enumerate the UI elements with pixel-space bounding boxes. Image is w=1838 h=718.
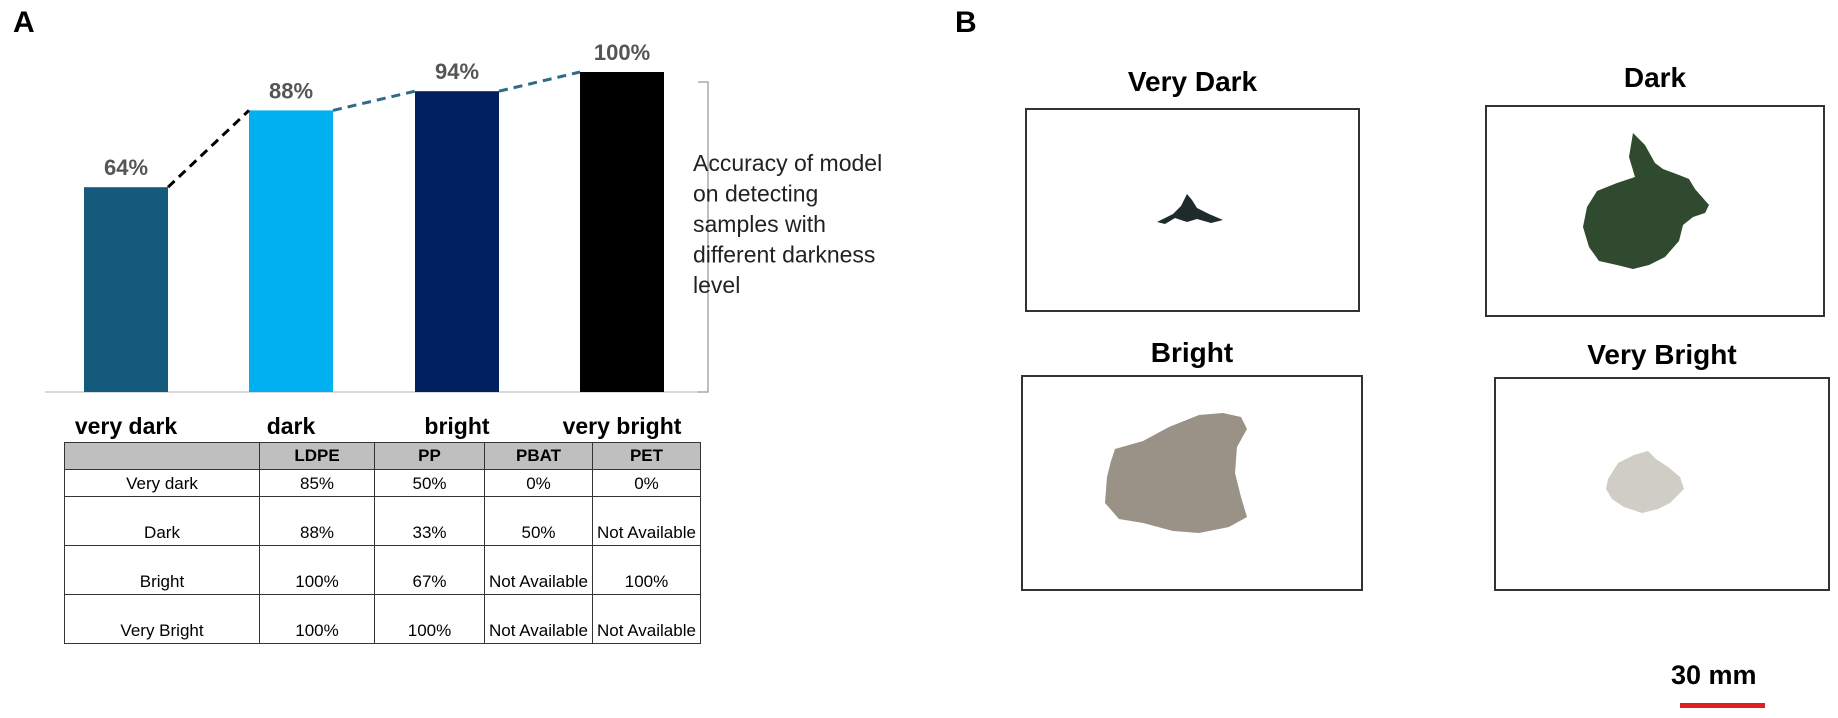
connector-line [332,89,416,112]
sample-very-bright: Very Bright [1494,337,1830,593]
table-cell: 0% [592,469,701,497]
accuracy-bar-chart: 64% very dark 88% dark 94% bright 100% very bri… [45,40,882,439]
very-dark-fragment-image [1157,194,1223,224]
table-cell: 100% [374,594,485,644]
bright-fragment-image [1105,413,1247,533]
bar-value-label: 100% [594,40,650,65]
sample-fragment-shape [1606,451,1684,513]
category-label: very bright [563,413,682,439]
bar-dark [249,110,333,393]
table-header-cell: PET [592,442,701,470]
bar-value-label: 94% [435,59,479,84]
table-cell: Bright [64,545,260,595]
table-row: Dark 88% 33% 50% Not Available [64,496,701,546]
annotation-text-line: Accuracy of model [693,150,882,176]
table-cell: 0% [484,469,593,497]
table-cell: Dark [64,496,260,546]
table-cell: 33% [374,496,485,546]
table-cell: Very Bright [64,594,260,644]
table-header-cell [64,442,260,470]
table-header-row: LDPE PP PBAT PET [64,442,701,470]
annotation-text-line: on detecting [693,181,818,207]
table-header-cell: LDPE [259,442,375,470]
dark-fragment-image [1583,133,1709,269]
table-header-cell: PBAT [484,442,593,470]
sample-title: Very Dark [1127,66,1258,97]
table-cell: Not Available [592,594,701,644]
table-header-cell: PP [374,442,485,470]
table-cell: Not Available [484,545,593,595]
table-row: Very Bright 100% 100% Not Available Not … [64,594,701,644]
connector-line [498,70,581,93]
table-cell: Very dark [64,469,260,497]
table-cell: 100% [592,545,701,595]
accuracy-table: LDPE PP PBAT PET Very dark 85% 50% 0% 0%… [64,442,701,644]
table-cell: Not Available [592,496,701,546]
range-bracket [698,81,709,393]
bar-bright [415,91,499,392]
sample-frame [1485,105,1825,317]
table-cell: 50% [484,496,593,546]
annotation-text-line: samples with [693,211,826,237]
table-cell: 100% [259,594,375,644]
scale-label: 30 mm [1671,660,1757,690]
table-cell: 85% [259,469,375,497]
sample-dark: Dark [1485,60,1825,320]
bar-value-label: 88% [269,78,313,103]
table-row: Very dark 85% 50% 0% 0% [64,469,701,497]
bar-value-label: 64% [104,155,148,180]
bar-very-dark [84,187,168,392]
sample-bright: Bright [1021,335,1363,591]
very-bright-fragment-image [1606,451,1684,513]
sample-title: Bright [1150,337,1234,368]
panel-letter-a: A [13,6,35,39]
category-label: dark [267,413,316,439]
sample-title: Very Bright [1587,339,1737,370]
annotation-text-line: different darkness [693,242,875,268]
table-cell: 88% [259,496,375,546]
category-label: bright [424,413,489,439]
table-row: Bright 100% 67% Not Available 100% [64,545,701,595]
sample-frame [1021,375,1363,591]
bar-very-bright [580,72,664,392]
sample-fragment-shape [1105,413,1247,533]
table-cell: Not Available [484,594,593,644]
annotation-text-line: level [693,272,740,298]
table-cell: 100% [259,545,375,595]
sample-fragment-shape [1157,194,1223,224]
sample-fragment-shape [1583,133,1709,269]
table-cell: 67% [374,545,485,595]
panel-letter-b: B [955,6,977,39]
connector-line [166,109,251,189]
scale-bar [1680,703,1765,708]
sample-frame [1025,108,1360,312]
sample-very-dark: Very Dark [1025,60,1360,312]
category-label: very dark [75,413,178,439]
sample-frame [1494,377,1830,591]
table-cell: 50% [374,469,485,497]
sample-title: Dark [1623,62,1687,93]
